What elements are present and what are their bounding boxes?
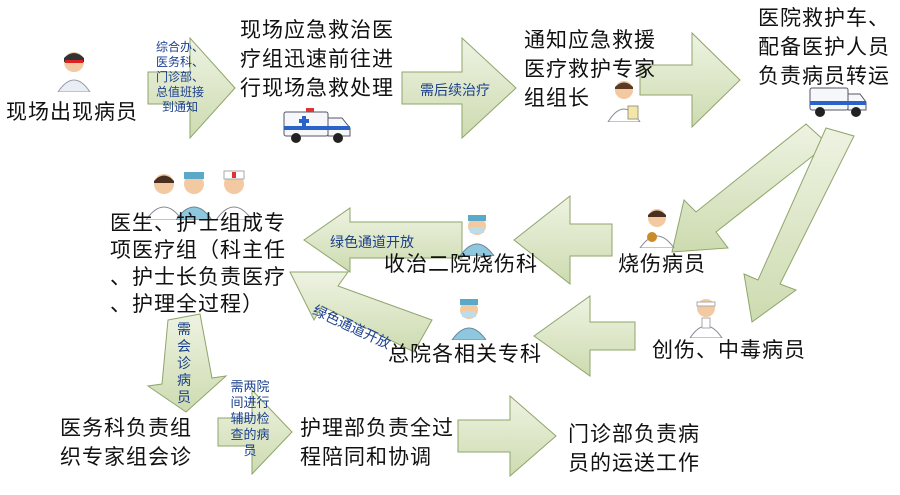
- arrow-burnpatient-to-dept: [513, 194, 613, 286]
- arrow-consult-to-nursing: [217, 388, 293, 476]
- label-continued-treatment: 需后续治疗: [420, 83, 490, 99]
- arrow-ambulance-to-trauma: [743, 127, 855, 323]
- label-notify-offices: 综合办、 医务科、 门诊部、 总值班接 到通知: [155, 40, 204, 114]
- arrow-nursing-to-outpatient: [457, 394, 557, 478]
- arrow-trauma-to-depts: [533, 295, 636, 377]
- node-special-team: 医生、护士组成专 项医疗组（科主任 、护士长负责医疗 、护理全过程）: [110, 211, 286, 316]
- node-nursing: 护理部负责全过 程陪同和协调: [300, 416, 454, 469]
- node-ambulance-transfer: 医院救护车、 配备医护人员 负责病员转运: [758, 6, 890, 88]
- ambulance-icon: [808, 84, 868, 120]
- node-related-depts: 总院各相关专科: [388, 342, 542, 366]
- injured-patient-icon: [684, 294, 728, 339]
- node-consult: 医务科负责组 织专家组会诊: [60, 416, 192, 469]
- label-need-consult: 需会诊病员: [177, 322, 191, 406]
- label-need-assist: 需两院 间进行 辅助检 查的病 员: [230, 380, 270, 459]
- node-trauma-patient: 创伤、中毒病员: [652, 338, 806, 362]
- label-green-channel-1: 绿色通道开放: [330, 235, 414, 251]
- surgeon-icon: [448, 296, 490, 341]
- arrow-ambulance-to-burn: [671, 123, 829, 253]
- doctor-icon: [604, 78, 644, 123]
- nurse-icon: [456, 212, 498, 257]
- burn-patient-icon: [636, 204, 678, 249]
- node-burn-patient: 烧伤病员: [618, 252, 706, 276]
- arrow-team-to-leader: [401, 36, 517, 140]
- arrow-leader-to-ambulance: [639, 31, 741, 129]
- arrow-scene-to-team: [147, 36, 236, 140]
- node-onsite-team: 现场应急救治医 疗组迅速前往进 行现场急救处理: [240, 18, 394, 100]
- arrow-burndept-to-team: [303, 207, 463, 273]
- medical-team-icon: [142, 168, 260, 221]
- ambulance-icon: [282, 106, 352, 146]
- node-outpatient: 门诊部负责病 员的运送工作: [568, 422, 700, 475]
- arrow-depts-to-team: [289, 271, 433, 353]
- node-burn-dept: 收治二院烧伤科: [384, 252, 538, 276]
- arrow-team-to-consult: [146, 313, 228, 413]
- node-notify-leader: 通知应急救援 医疗救护专家 组组长: [524, 28, 656, 110]
- node-scene-patient: 现场出现病员: [6, 100, 138, 124]
- patient-icon: [52, 48, 96, 93]
